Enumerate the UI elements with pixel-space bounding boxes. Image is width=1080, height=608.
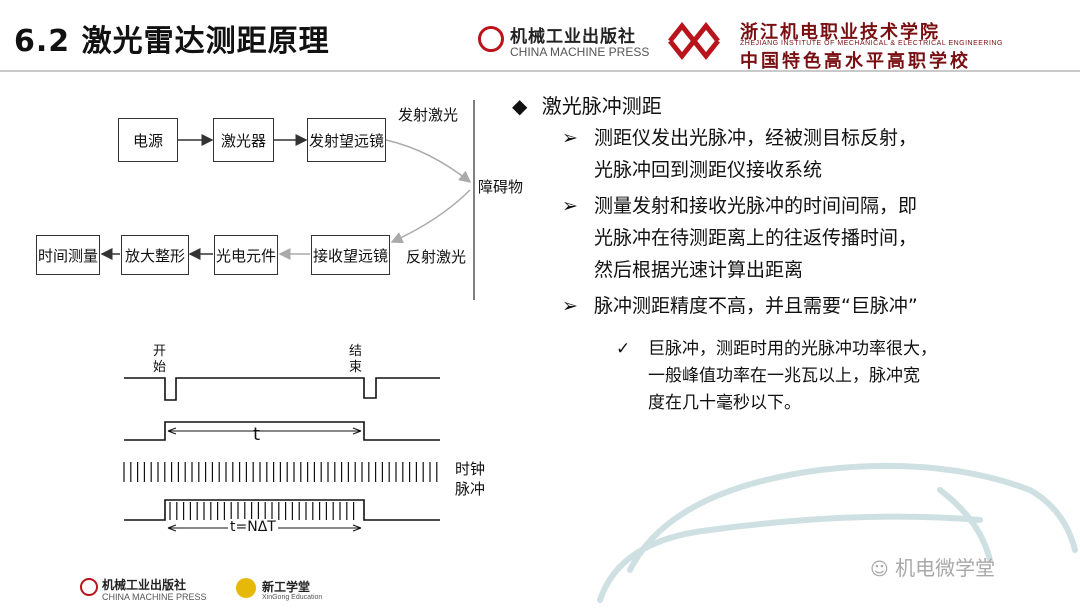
school-name-en: ZHEJIANG INSTITUTE OF MECHANICAL & ELECT… <box>740 40 1003 47</box>
school-logo-icon <box>668 21 720 61</box>
footer-brand-logo-icon <box>236 578 256 598</box>
wechat-watermark-text: 机电微学堂 <box>895 556 996 580</box>
footer-publisher-logo-icon <box>80 578 98 596</box>
sub-bullet-line: 光脉冲回到测距仪接收系统 <box>594 159 823 181</box>
t-label: t <box>253 424 261 445</box>
diamond-bullet-icon: ◆ <box>512 94 528 118</box>
flow-diagram-lines <box>100 100 475 300</box>
wechat-icon: ☺ <box>870 559 889 580</box>
check-icon: ✓ <box>616 339 631 359</box>
flow-box-laser: 激光器 <box>213 118 274 162</box>
reflect-laser-label: 反射激光 <box>406 248 467 266</box>
header-divider <box>0 70 1080 72</box>
footer-publisher-en: CHINA MACHINE PRESS <box>102 592 207 602</box>
flow-box-power: 电源 <box>118 118 178 162</box>
arrow-bullet-icon: ➢ <box>562 295 578 317</box>
school-slogan: 中国特色高水平高职学校 <box>740 51 971 72</box>
wechat-watermark: ☺ 机电微学堂 <box>870 552 995 581</box>
flow-box-emit-telescope: 发射望远镜 <box>307 118 386 162</box>
school-name-stylized: 浙江机电职业技术学院 <box>740 22 940 43</box>
flow-box-time-measure: 时间测量 <box>36 235 100 275</box>
car-outline-watermark <box>597 462 1078 603</box>
sub-bullet-item: ➢ 脉冲测距精度不高，并且需要“巨脉冲” <box>560 290 1060 322</box>
sub-bullet-line: 测量发射和接收光脉冲的时间间隔，即 <box>594 195 918 217</box>
start-label: 开始 <box>153 344 167 375</box>
sub-bullet-line: 脉冲测距精度不高，并且需要“巨脉冲” <box>594 295 918 317</box>
main-bullet: ◆ 激光脉冲测距 <box>512 90 662 119</box>
sub-bullet-list: ➢ 测距仪发出光脉冲，经被测目标反射， 光脉冲回到测距仪接收系统 ➢ 测量发射和… <box>560 122 1060 322</box>
sub-bullet-line: 测距仪发出光脉冲，经被测目标反射， <box>594 127 918 149</box>
obstacle-label: 障碍物 <box>478 178 524 196</box>
publisher-logo-icon <box>478 26 504 52</box>
end-label: 结束 <box>349 344 363 375</box>
footer-brand-en: XinGong Education <box>262 594 323 601</box>
sub-bullet-line: 光脉冲在待测距离上的往返传播时间， <box>594 227 918 249</box>
arrow-bullet-icon: ➢ <box>562 195 578 217</box>
slide-title: 6.2 激光雷达测距原理 <box>14 24 330 59</box>
check-line: 巨脉冲，测距时用的光脉冲功率很大， <box>648 339 937 359</box>
sub-bullet-item: ➢ 测量发射和接收光脉冲的时间间隔，即 光脉冲在待测距离上的往返传播时间， 然后… <box>560 190 1060 286</box>
emit-laser-label: 发射激光 <box>398 106 459 124</box>
footer-brand-cn: 新工学堂 <box>262 580 311 594</box>
timing-diagram <box>123 377 440 532</box>
arrow-bullet-icon: ➢ <box>562 127 578 149</box>
main-bullet-text: 激光脉冲测距 <box>541 94 662 118</box>
publisher-name-cn: 机械工业出版社 <box>510 27 636 47</box>
check-line: 一般峰值功率在一兆瓦以上，脉冲宽 <box>648 366 920 386</box>
sub-bullet-line: 然后根据光速计算出距离 <box>594 259 804 281</box>
formula-label: t=NΔT <box>228 519 278 535</box>
publisher-name-en: CHINA MACHINE PRESS <box>510 45 650 59</box>
flow-box-amplify: 放大整形 <box>121 235 189 275</box>
clock-pulse-label: 时钟脉冲 <box>455 460 486 498</box>
flow-box-photoelectric: 光电元件 <box>214 235 278 275</box>
flow-box-receive-telescope: 接收望远镜 <box>311 235 390 275</box>
footer-publisher-cn: 机械工业出版社 <box>102 578 187 592</box>
check-bullet-item: ✓ 巨脉冲，测距时用的光脉冲功率很大， 一般峰值功率在一兆瓦以上，脉冲宽 度在几… <box>616 336 1068 417</box>
sub-bullet-item: ➢ 测距仪发出光脉冲，经被测目标反射， 光脉冲回到测距仪接收系统 <box>560 122 1060 186</box>
check-line: 度在几十毫秒以下。 <box>648 393 801 413</box>
